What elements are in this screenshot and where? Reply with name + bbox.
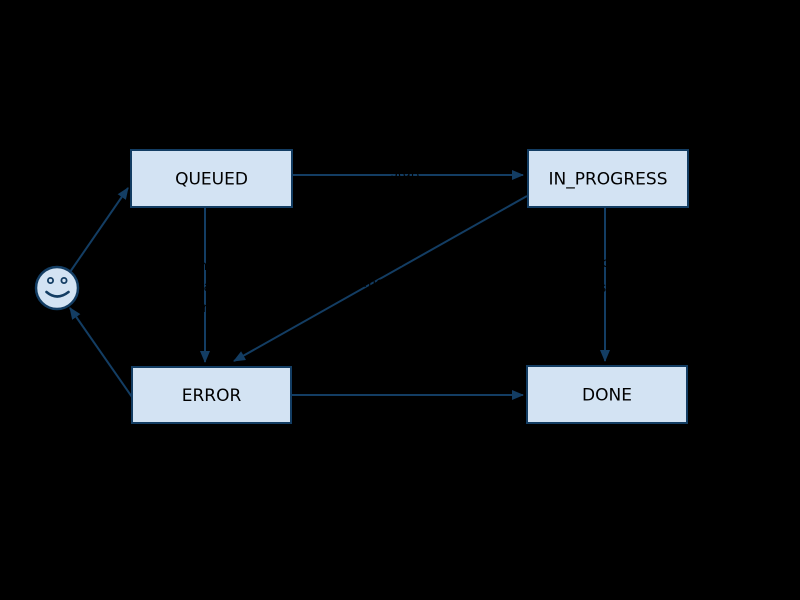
state-node-done: DONE — [526, 365, 688, 424]
state-node-error: ERROR — [131, 366, 292, 424]
smiley-left-eye — [47, 276, 55, 284]
edge-in_progress-to-error — [233, 195, 528, 362]
edge-label-queued-to-in_progress: start — [391, 166, 421, 181]
smiley-right-eye — [60, 276, 68, 284]
smiley-head — [34, 265, 80, 311]
state-node-label-error: ERROR — [182, 386, 242, 406]
state-node-box-queued — [130, 149, 293, 208]
state-node-label-in_progress: IN_PROGRESS — [549, 170, 668, 190]
edge-error-to-start — [69, 307, 133, 398]
edge-start-to-queued — [69, 187, 129, 273]
state-node-box-done — [526, 365, 688, 424]
smiley-mouth — [45, 290, 70, 298]
state-node-in_progress: IN_PROGRESS — [527, 149, 689, 208]
state-node-queued: QUEUED — [130, 149, 293, 208]
state-node-label-done: DONE — [582, 386, 632, 406]
state-node-box-error — [131, 366, 292, 424]
state-node-label-queued: QUEUED — [175, 170, 248, 190]
state-node-box-in_progress — [527, 149, 689, 208]
start-state-smiley-icon — [34, 265, 80, 311]
